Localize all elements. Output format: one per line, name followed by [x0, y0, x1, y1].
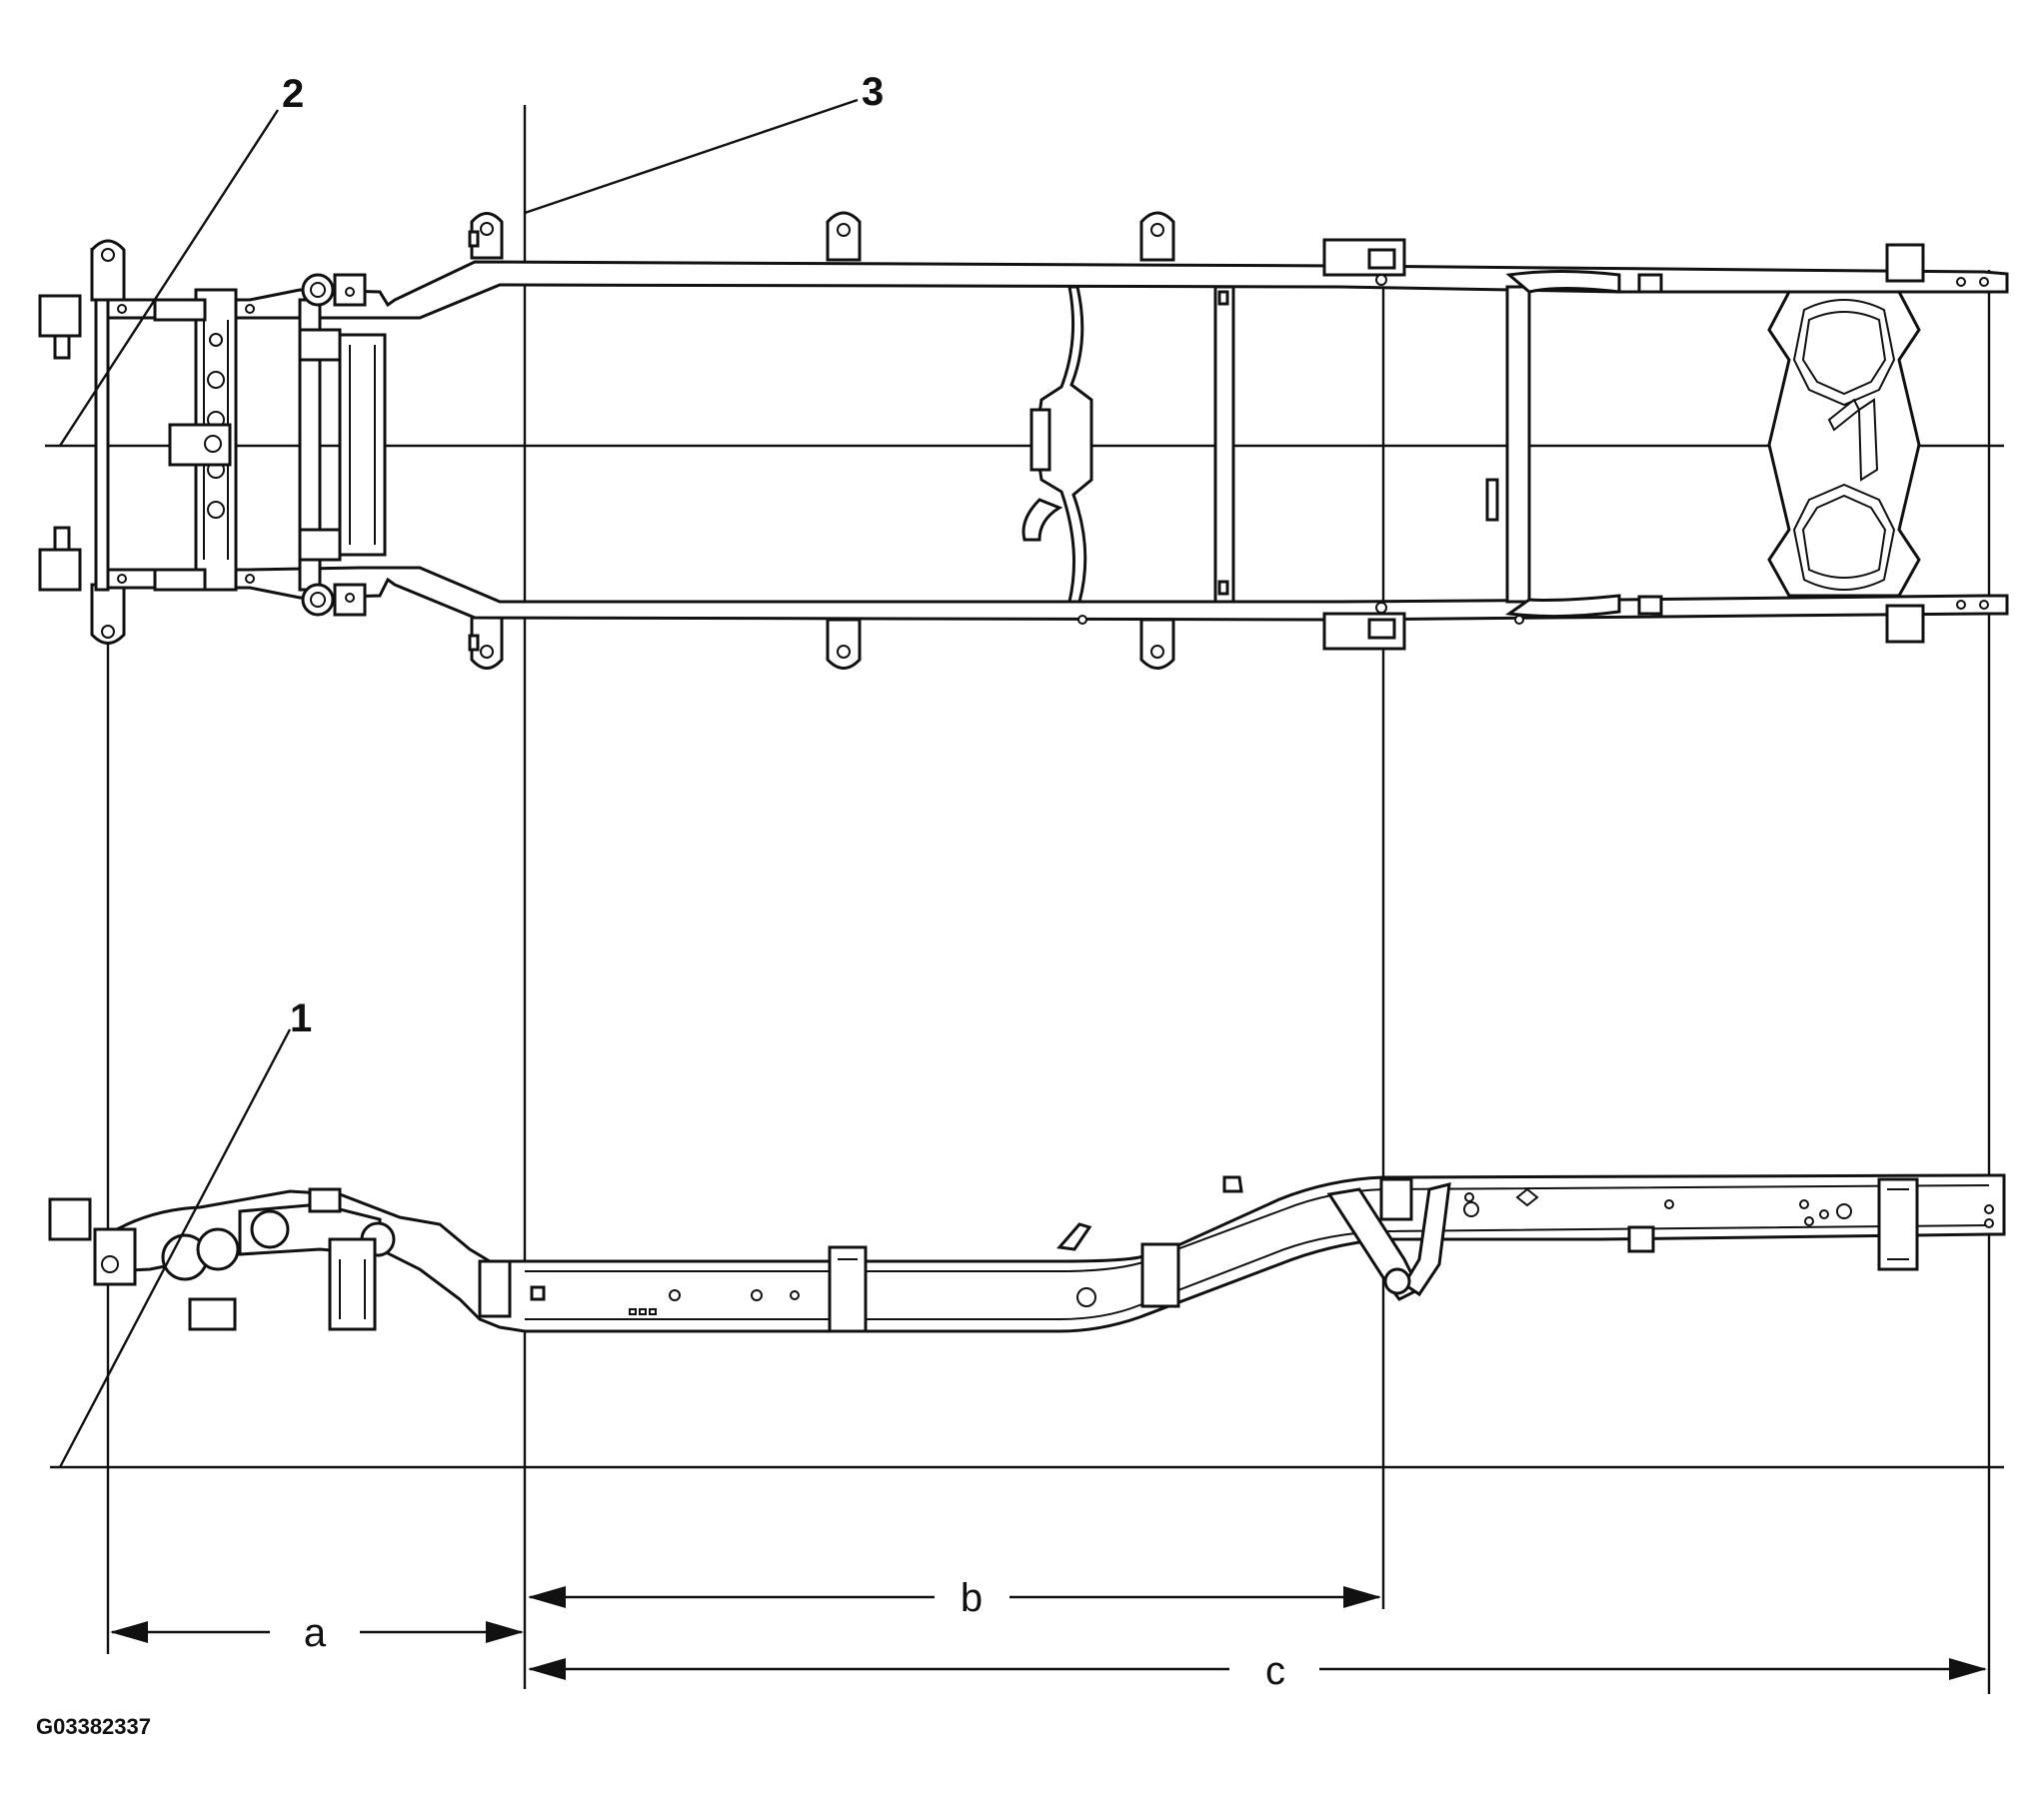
dimension-label-b: b: [961, 1576, 983, 1620]
side-rail-holes: [530, 1187, 1994, 1315]
left-side-rail: [103, 260, 2009, 320]
side-view-mount-points: [828, 1175, 1919, 1333]
figure-id: G03382337: [36, 1714, 151, 1739]
right-side-rail: [103, 566, 2009, 622]
frame-top-view: [38, 211, 2009, 670]
callout-2-leader: [58, 109, 280, 447]
dimension-b: b: [528, 1576, 1381, 1620]
dimension-label-a: a: [304, 1611, 327, 1655]
rear-crossmember-assembly: [1767, 243, 1989, 644]
body-mount-brackets: [90, 211, 1175, 670]
dimension-a: a: [110, 1611, 524, 1655]
rear-spring-hangers-top: [1077, 238, 1663, 651]
dimension-label-c: c: [1265, 1649, 1285, 1693]
callout-3-leader: [524, 98, 859, 215]
callout-number-3: 3: [862, 70, 884, 114]
callout-1-leader: [58, 1028, 292, 1468]
callout-number-2: 2: [282, 72, 304, 116]
dimension-c: c: [528, 1649, 1987, 1693]
mid-crossmembers: [1022, 270, 1621, 619]
front-suspension-brackets: [48, 1187, 512, 1331]
callout-number-1: 1: [290, 996, 312, 1040]
callout-leaders: [58, 98, 859, 1468]
side-rail-profile: [106, 1173, 2006, 1333]
frame-side-view: [48, 1173, 2006, 1333]
front-crossmember-assembly: [38, 230, 480, 652]
